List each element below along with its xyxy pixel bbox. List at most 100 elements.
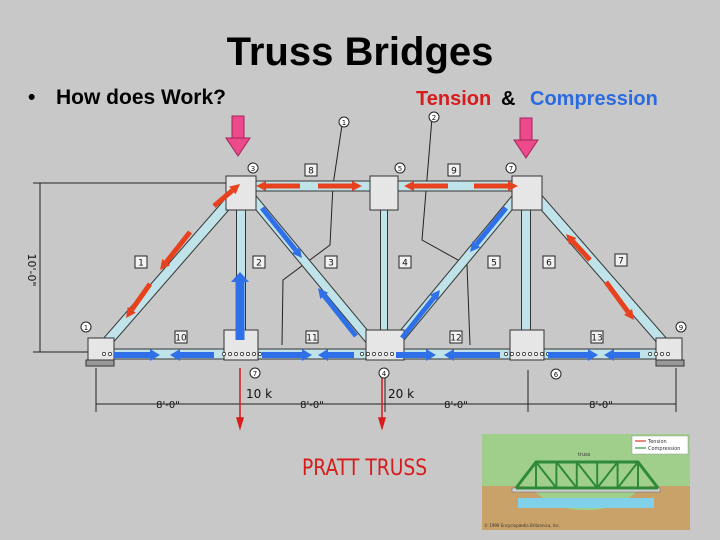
support-right bbox=[655, 359, 685, 367]
rivet bbox=[384, 352, 388, 356]
rivet bbox=[246, 352, 250, 356]
force-bottom-6-head bbox=[444, 349, 454, 361]
force-diagonal-5b-body bbox=[474, 206, 508, 246]
force-endpost-left-2-head bbox=[126, 306, 136, 318]
member-number-12: 12 bbox=[450, 334, 461, 344]
rivet bbox=[102, 352, 106, 356]
member-box-2 bbox=[252, 255, 266, 269]
joint-number-8: 9 bbox=[679, 324, 683, 332]
britannica-inset-image: Tension Compression truss © 1999 Encyclo… bbox=[482, 434, 690, 530]
load-label-2: 20 k bbox=[388, 387, 414, 401]
joint-number-4: 4 bbox=[382, 370, 387, 378]
panel-label-1: 8'-0" bbox=[156, 400, 180, 411]
force-diagonal-5a-body bbox=[400, 296, 436, 340]
joint-circle-10 bbox=[428, 111, 440, 123]
member-box-8 bbox=[304, 163, 318, 177]
member-number-11: 11 bbox=[306, 334, 317, 344]
force-top-1-head bbox=[256, 181, 266, 191]
rivet bbox=[258, 352, 262, 356]
member-box-1 bbox=[134, 255, 148, 269]
load-arrows bbox=[225, 115, 539, 159]
member-box-13 bbox=[590, 330, 604, 344]
truss-members bbox=[92, 178, 678, 360]
member-number-1: 1 bbox=[138, 259, 144, 269]
force-bottom-2-head bbox=[170, 349, 180, 361]
tension-word: Tension bbox=[416, 88, 492, 110]
panel-label-3: 8'-0" bbox=[444, 400, 468, 411]
rivet bbox=[240, 352, 244, 356]
rivet bbox=[528, 352, 532, 356]
force-endpost-left-2-body bbox=[129, 282, 153, 312]
force-vertical-left-head bbox=[231, 272, 249, 282]
joint-circle-7 bbox=[505, 162, 517, 174]
force-bottom-3-head bbox=[302, 349, 312, 361]
rivet bbox=[234, 352, 238, 356]
force-top-4-head bbox=[508, 181, 518, 191]
rivet bbox=[252, 352, 256, 356]
force-diagonal-5b-head bbox=[470, 241, 481, 252]
panel-label-4: 8'-0" bbox=[589, 400, 613, 411]
rivet bbox=[366, 352, 370, 356]
load-arrowhead-1 bbox=[235, 417, 245, 431]
joint-circle-6 bbox=[550, 368, 562, 380]
force-top-2-head bbox=[352, 181, 362, 191]
member-box-5 bbox=[487, 255, 501, 269]
inset-truss-diagonal bbox=[596, 461, 619, 489]
joint-number-5: 5 bbox=[398, 165, 402, 173]
member-box-6 bbox=[542, 255, 556, 269]
rivet bbox=[372, 352, 376, 356]
inset-legend-compression: Compression bbox=[648, 446, 680, 452]
inset-legend-tension: Tension bbox=[647, 439, 667, 445]
force-endpost-right-2-body bbox=[603, 280, 631, 314]
member-number-10: 10 bbox=[175, 334, 187, 344]
member-number-6: 6 bbox=[546, 259, 552, 269]
force-diagonal-3b-body bbox=[322, 294, 358, 338]
leader-lines bbox=[281, 117, 471, 346]
rivet bbox=[522, 352, 526, 356]
inset-truss-label: truss bbox=[578, 452, 591, 458]
force-bottom-8-head bbox=[604, 349, 614, 361]
load-label-1: 10 k bbox=[246, 387, 272, 401]
rivet bbox=[540, 352, 544, 356]
member-number-2: 2 bbox=[256, 259, 262, 269]
bullet-question: How does Work? bbox=[56, 86, 226, 109]
support-left bbox=[85, 359, 115, 367]
member-number-3: 3 bbox=[328, 259, 334, 269]
rivet bbox=[660, 352, 664, 356]
joint-circle-1 bbox=[80, 321, 92, 333]
joint-number-10: 2 bbox=[432, 114, 436, 122]
inset-water bbox=[518, 498, 654, 508]
force-bottom-7-head bbox=[588, 349, 598, 361]
inset-truss-diagonal bbox=[555, 461, 578, 489]
member-box-12 bbox=[449, 330, 463, 344]
rivet bbox=[516, 352, 520, 356]
joint-number-circles: 1 7 3 4 5 6 7 9 12 bbox=[80, 111, 687, 380]
rivet bbox=[390, 352, 394, 356]
slide-title: Truss Bridges bbox=[226, 30, 494, 74]
pratt-truss-caption: PRATT TRUSS bbox=[302, 456, 428, 481]
member-box-9 bbox=[447, 163, 461, 177]
member-number-5: 5 bbox=[491, 259, 497, 269]
force-diagonal-3b-head bbox=[318, 288, 329, 299]
force-endpost-left-3-body bbox=[212, 188, 234, 208]
load-arrow-right bbox=[513, 117, 539, 159]
inset-truss-outline bbox=[514, 460, 660, 489]
load-arrowhead-2 bbox=[377, 417, 387, 431]
bullet-row: • How does Work? Tension & Compression bbox=[28, 86, 718, 116]
force-bottom-5-head bbox=[426, 349, 436, 361]
rivet bbox=[222, 352, 226, 356]
joint-number-7: 7 bbox=[509, 165, 513, 173]
bullet-dot: • bbox=[28, 86, 36, 109]
force-arrows bbox=[114, 181, 640, 361]
force-endpost-left-1-body bbox=[164, 230, 192, 264]
force-diagonal-3a-head bbox=[291, 247, 302, 258]
member-number-9: 9 bbox=[451, 167, 457, 177]
inset-truss-diagonal bbox=[576, 461, 598, 489]
member-box-10 bbox=[174, 330, 188, 344]
leader-line-2 bbox=[421, 117, 471, 346]
member-box-7 bbox=[614, 253, 628, 267]
joint-number-2: 7 bbox=[253, 370, 257, 378]
